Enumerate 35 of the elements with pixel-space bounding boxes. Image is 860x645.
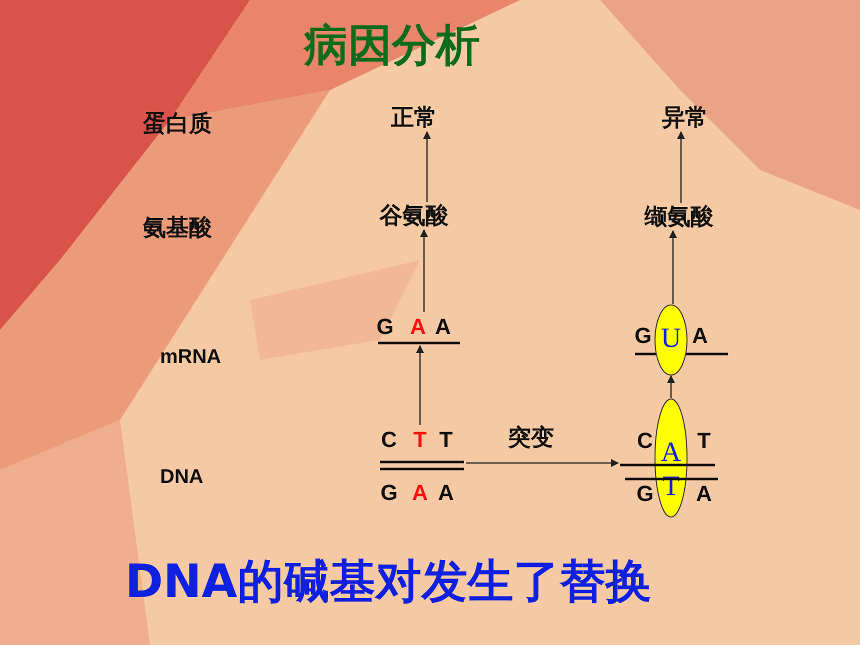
- base-letter: G: [636, 481, 654, 507]
- base-letter: G: [634, 323, 652, 349]
- arrow: [420, 229, 428, 312]
- base-letter: A: [660, 438, 682, 468]
- base-letter: A: [435, 314, 451, 340]
- arrow: [677, 131, 685, 203]
- amino-acid-label: 谷氨酸: [368, 202, 460, 230]
- arrow: [423, 131, 431, 202]
- row-label: 氨基酸: [143, 214, 212, 242]
- amino-acid-label: 缬氨酸: [633, 203, 725, 231]
- arrow: [416, 345, 424, 425]
- base-letter: T: [697, 428, 711, 454]
- base-letter: T: [439, 427, 453, 453]
- base-letter: C: [381, 427, 397, 453]
- edge-label: 突变: [508, 424, 554, 452]
- row-label: mRNA: [160, 345, 222, 370]
- base-letter: A: [412, 480, 428, 506]
- arrow: [466, 459, 619, 467]
- row-label: DNA: [160, 465, 204, 490]
- base-letter: A: [410, 314, 426, 340]
- base-letter: G: [380, 480, 398, 506]
- base-letter: A: [692, 323, 708, 349]
- base-letter: C: [637, 428, 653, 454]
- base-letter: A: [438, 480, 454, 506]
- amino-acid-label: 正常: [383, 104, 445, 132]
- caption: DNA的碱基对发生了替换: [125, 553, 652, 609]
- base-letter: U: [660, 324, 682, 354]
- row-label: 蛋白质: [143, 110, 212, 138]
- base-letter: A: [696, 481, 712, 507]
- title: 病因分析: [304, 20, 480, 72]
- base-letter: T: [413, 427, 427, 453]
- amino-acid-label: 异常: [654, 104, 716, 132]
- base-letter: G: [376, 314, 394, 340]
- arrow: [669, 230, 677, 304]
- arrow: [667, 375, 675, 398]
